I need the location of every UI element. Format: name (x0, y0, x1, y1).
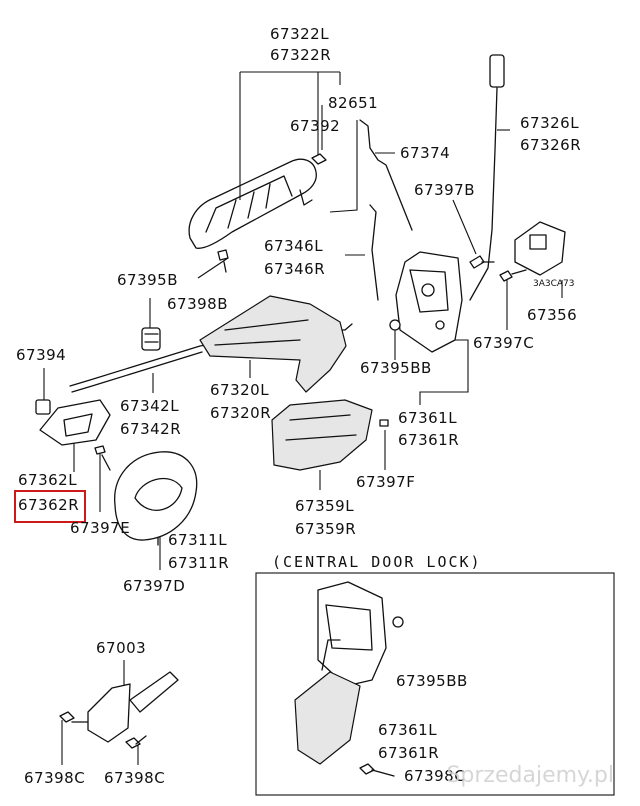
central-door-lock-box (255, 572, 615, 796)
label-67361l-bottom: 67361L (378, 721, 438, 739)
callout-lines (43, 71, 563, 765)
label-67311r: 67311R (168, 554, 230, 572)
door-lock-assembly-bottom (294, 581, 404, 777)
label-67397b: 67397B (414, 181, 476, 199)
label-67398c-bottom: 67398C (404, 767, 466, 785)
label-67359l: 67359L (295, 497, 355, 515)
label-67326r: 67326R (520, 136, 582, 154)
label-67398b: 67398B (167, 295, 229, 313)
rod-67374 (359, 119, 413, 231)
label-67395bb-top: 67395BB (360, 359, 432, 377)
shield-67359 (271, 399, 373, 471)
label-67311l: 67311L (168, 531, 228, 549)
label-67397d: 67397D (123, 577, 186, 595)
label-67392: 67392 (290, 117, 341, 135)
inside-handle-67362 (39, 399, 111, 446)
highlight-box (14, 490, 86, 523)
label-82651: 82651 (328, 94, 379, 112)
rod-67346 (369, 204, 379, 301)
panel-67320 (199, 295, 347, 393)
door-lock-assembly-top (389, 251, 463, 353)
label-67346l: 67346L (264, 237, 324, 255)
label-67395bb-bottom: 67395BB (396, 672, 468, 690)
label-67322r: 67322R (270, 46, 332, 64)
label-67320r: 67320R (210, 404, 272, 422)
clip-67395b (141, 327, 161, 351)
label-67362r: 67362R (18, 496, 80, 514)
label-67398c-left: 67398C (24, 769, 86, 787)
cable-67326 (469, 54, 505, 301)
label-67361r-top: 67361R (398, 431, 460, 449)
label-67362l: 67362L (18, 471, 78, 489)
label-67398c-right: 67398C (104, 769, 166, 787)
label-67342l: 67342L (120, 397, 180, 415)
label-67361r-bottom: 67361R (378, 744, 440, 762)
label-67394: 67394 (16, 346, 67, 364)
label-67342r: 67342R (120, 420, 182, 438)
section-title: (CENTRAL DOOR LOCK) (272, 553, 482, 571)
label-67346r: 67346R (264, 260, 326, 278)
label-67397c: 67397C (473, 334, 535, 352)
label-67326l: 67326L (520, 114, 580, 132)
label-67395b: 67395B (117, 271, 179, 289)
bracket-67356 (514, 221, 566, 276)
label-67320l: 67320L (210, 381, 270, 399)
label-67356: 67356 (527, 306, 578, 324)
door-check-67003 (59, 671, 179, 749)
watermark: Sprzedajemy.pl (446, 763, 614, 788)
cover-67311 (114, 451, 198, 541)
outside-handle-part (188, 158, 317, 249)
label-67397e: 67397E (70, 519, 131, 537)
drawing-code: 3A3CA73 (533, 279, 575, 289)
label-67361l-top: 67361L (398, 409, 458, 427)
label-67003: 67003 (96, 639, 147, 657)
label-67374: 67374 (400, 144, 451, 162)
label-67397f: 67397F (356, 473, 416, 491)
label-67322l: 67322L (270, 25, 330, 43)
clip-67394 (35, 399, 51, 415)
label-67359r: 67359R (295, 520, 357, 538)
